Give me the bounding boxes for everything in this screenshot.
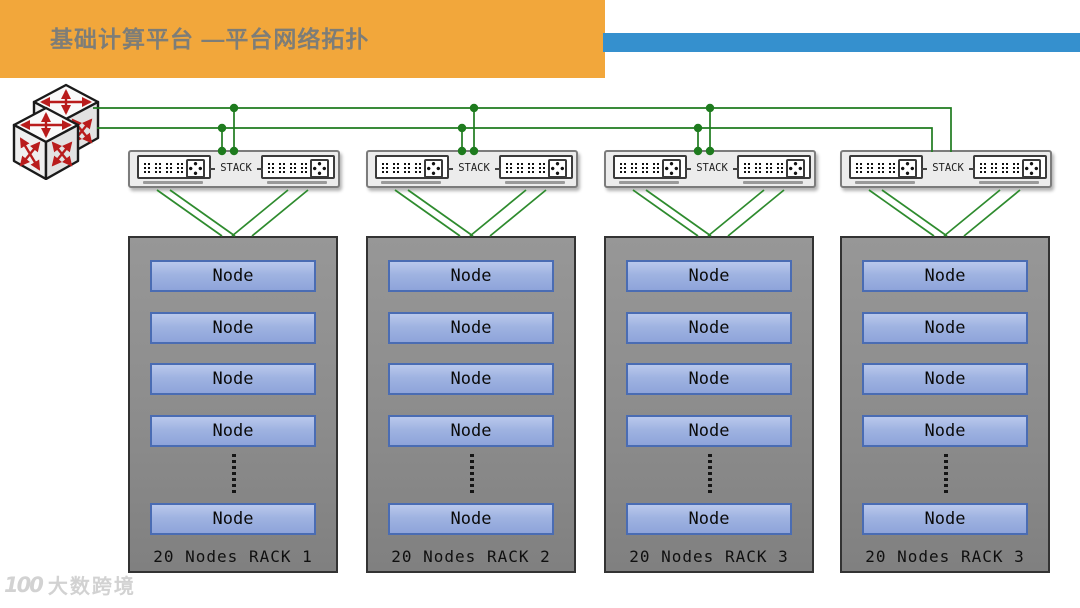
node-box: Node — [626, 363, 792, 395]
uplink-port-icon — [898, 159, 917, 178]
switch-unit — [737, 155, 811, 179]
switch-to-rack-links — [156, 189, 1021, 237]
node-box: Node — [388, 503, 554, 535]
switch-base-shadow — [267, 181, 327, 184]
switch-ports-icon — [620, 163, 623, 166]
stack-label: STACK — [220, 162, 252, 174]
node-box: Node — [388, 415, 554, 447]
stack-label: STACK — [932, 162, 964, 174]
node-box: Node — [626, 260, 792, 292]
switch-unit — [261, 155, 335, 179]
switch-base-shadow — [381, 181, 441, 184]
switch-base-shadow — [979, 181, 1039, 184]
rack-label: 20 Nodes RACK 3 — [629, 547, 789, 566]
node-box: Node — [388, 363, 554, 395]
stack-link-line — [495, 168, 501, 170]
more-nodes-ellipsis — [708, 454, 712, 496]
more-nodes-ellipsis — [232, 454, 236, 496]
uplink-port-icon — [424, 159, 443, 178]
node-box: Node — [862, 312, 1028, 344]
watermark-text: 大数跨境 — [47, 574, 136, 598]
rack-1: Node Node Node Node Node 20 Nodes RACK 1 — [128, 236, 338, 573]
node-box: Node — [150, 260, 316, 292]
uplink-port-icon — [548, 159, 567, 178]
uplink-port-icon — [1022, 159, 1041, 178]
stack-link-line — [733, 168, 739, 170]
stack-link-line — [209, 168, 215, 170]
switch-unit — [137, 155, 211, 179]
stack-label: STACK — [696, 162, 728, 174]
node-box: Node — [388, 312, 554, 344]
switch-ports-icon — [268, 163, 271, 166]
switch-unit — [613, 155, 687, 179]
node-box: Node — [626, 312, 792, 344]
switch-unit — [849, 155, 923, 179]
switch-unit — [973, 155, 1047, 179]
uplink-bus-lines — [93, 107, 952, 152]
node-box: Node — [388, 260, 554, 292]
more-nodes-ellipsis — [944, 454, 948, 496]
core-switch-icon — [6, 80, 108, 180]
stack-link-line — [921, 168, 927, 170]
connection-dots — [217, 103, 715, 156]
stack-link-line — [685, 168, 691, 170]
switch-base-shadow — [619, 181, 679, 184]
switch-ports-icon — [506, 163, 509, 166]
node-box: Node — [150, 415, 316, 447]
stack-link-line — [969, 168, 975, 170]
watermark: 100 大数跨境 — [4, 573, 136, 598]
stack-link-line — [447, 168, 453, 170]
uplink-port-icon — [186, 159, 205, 178]
rack-2: Node Node Node Node Node 20 Nodes RACK 2 — [366, 236, 576, 573]
switch-stack-2: STACK — [366, 150, 578, 188]
switch-ports-icon — [980, 163, 983, 166]
node-box: Node — [862, 415, 1028, 447]
switch-base-shadow — [505, 181, 565, 184]
node-box: Node — [626, 503, 792, 535]
switch-ports-icon — [856, 163, 859, 166]
stack-link-line — [257, 168, 263, 170]
switch-base-shadow — [143, 181, 203, 184]
switch-ports-icon — [382, 163, 385, 166]
page-title: 基础计算平台 —平台网络拓扑 — [50, 26, 370, 52]
switch-base-shadow — [855, 181, 915, 184]
node-box: Node — [862, 363, 1028, 395]
switch-ports-icon — [744, 163, 747, 166]
node-box: Node — [862, 503, 1028, 535]
uplink-port-icon — [786, 159, 805, 178]
watermark-logo: 100 — [4, 573, 44, 597]
switch-ports-icon — [144, 163, 147, 166]
node-box: Node — [150, 503, 316, 535]
rack-label: 20 Nodes RACK 1 — [153, 547, 313, 566]
rack-3: Node Node Node Node Node 20 Nodes RACK 3 — [604, 236, 814, 573]
rack-4: Node Node Node Node Node 20 Nodes RACK 3 — [840, 236, 1050, 573]
accent-bar — [603, 33, 1080, 52]
switch-stack-1: STACK — [128, 150, 340, 188]
uplink-port-icon — [310, 159, 329, 178]
switch-stack-4: STACK — [840, 150, 1052, 188]
uplink-port-icon — [662, 159, 681, 178]
node-box: Node — [626, 415, 792, 447]
node-box: Node — [862, 260, 1028, 292]
front-cube-icon — [14, 108, 78, 179]
stack-label: STACK — [458, 162, 490, 174]
node-box: Node — [150, 363, 316, 395]
rack-label: 20 Nodes RACK 3 — [865, 547, 1025, 566]
switch-uplink-taps — [221, 108, 711, 152]
switch-base-shadow — [743, 181, 803, 184]
title-banner: 基础计算平台 —平台网络拓扑 — [0, 0, 605, 78]
rack-label: 20 Nodes RACK 2 — [391, 547, 551, 566]
switch-unit — [499, 155, 573, 179]
more-nodes-ellipsis — [470, 454, 474, 496]
switch-unit — [375, 155, 449, 179]
node-box: Node — [150, 312, 316, 344]
switch-stack-3: STACK — [604, 150, 816, 188]
